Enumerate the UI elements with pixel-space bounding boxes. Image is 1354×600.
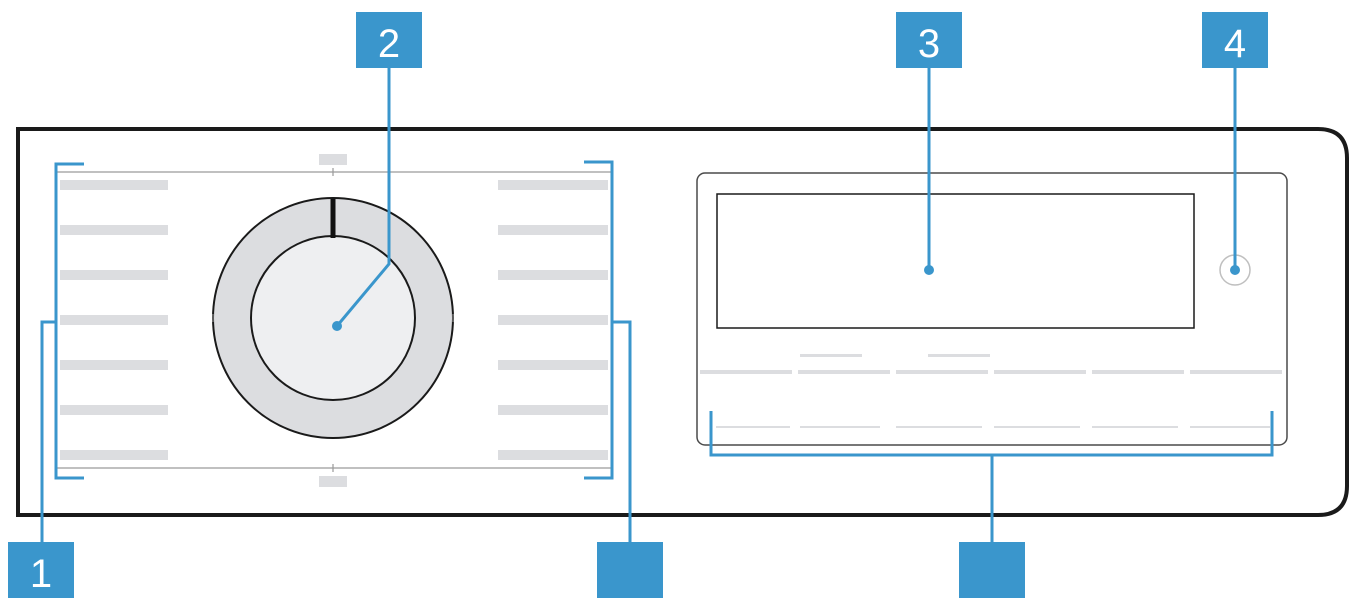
button-row [700, 370, 1282, 428]
right-program-label [498, 315, 608, 325]
right-program-list [498, 180, 608, 460]
leader-dot-4 [1230, 265, 1240, 275]
callout-3-label: 3 [918, 22, 940, 66]
right-program-label [498, 270, 608, 280]
right-bracket [584, 160, 614, 480]
right-program-label [498, 405, 608, 415]
callout-3: 3 [896, 12, 962, 68]
button-top-bar [994, 370, 1086, 374]
right-program-label [498, 180, 608, 190]
left-program-label [60, 450, 168, 460]
leader-line-1 [40, 320, 56, 542]
touch-button[interactable] [994, 374, 1086, 426]
leader-line-2 [335, 66, 391, 327]
callout-2-label: 2 [378, 22, 400, 66]
callout-1-label: 1 [30, 552, 52, 596]
touch-button[interactable] [896, 374, 988, 426]
right-program-label [498, 225, 608, 235]
touch-button[interactable] [1190, 374, 1282, 426]
right-program-label [498, 450, 608, 460]
display-screen [716, 193, 1195, 329]
touch-button[interactable] [1092, 374, 1184, 426]
touch-button[interactable] [700, 374, 792, 426]
button-bottom-bar [896, 426, 982, 428]
top-marker [319, 154, 347, 165]
left-program-label [60, 270, 168, 280]
button-top-bar [896, 370, 988, 374]
display-frame [696, 172, 1288, 446]
callout-4: 4 [1202, 12, 1268, 68]
leader-lines [40, 66, 1274, 542]
button-row-bracket [709, 411, 1274, 457]
control-panel-outline [16, 127, 1349, 517]
right-program-label [498, 360, 608, 370]
left-program-label [60, 225, 168, 235]
callout-1: 1 [8, 542, 74, 598]
left-program-label [60, 360, 168, 370]
bottom-marker [319, 476, 347, 487]
leader-dots [332, 265, 1240, 331]
leader-line-5 [612, 320, 632, 542]
program-selector-dial[interactable] [212, 197, 454, 439]
touch-button[interactable] [798, 374, 890, 426]
program-panel [56, 154, 612, 487]
button-top-bar [1190, 370, 1282, 374]
button-top-bar [798, 370, 890, 374]
callout-2: 2 [356, 12, 422, 68]
button-top-bar [1092, 370, 1184, 374]
left-program-list [60, 180, 168, 460]
button-bottom-bar [1190, 426, 1270, 428]
display-indicator [800, 354, 862, 357]
button-bottom-bar [1092, 426, 1178, 428]
display-indicator [928, 354, 990, 357]
button-bottom-bar [800, 426, 880, 428]
leader-dot-2 [332, 321, 342, 331]
left-program-label [60, 405, 168, 415]
button-top-bar [700, 370, 792, 374]
left-program-label [60, 315, 168, 325]
left-program-label [60, 180, 168, 190]
button-bottom-bar [716, 426, 790, 428]
button-bottom-bar [994, 426, 1080, 428]
callout-6 [959, 542, 1025, 598]
callout-4-label: 4 [1224, 22, 1246, 66]
callout-5 [597, 542, 663, 598]
leader-dot-3 [924, 265, 934, 275]
